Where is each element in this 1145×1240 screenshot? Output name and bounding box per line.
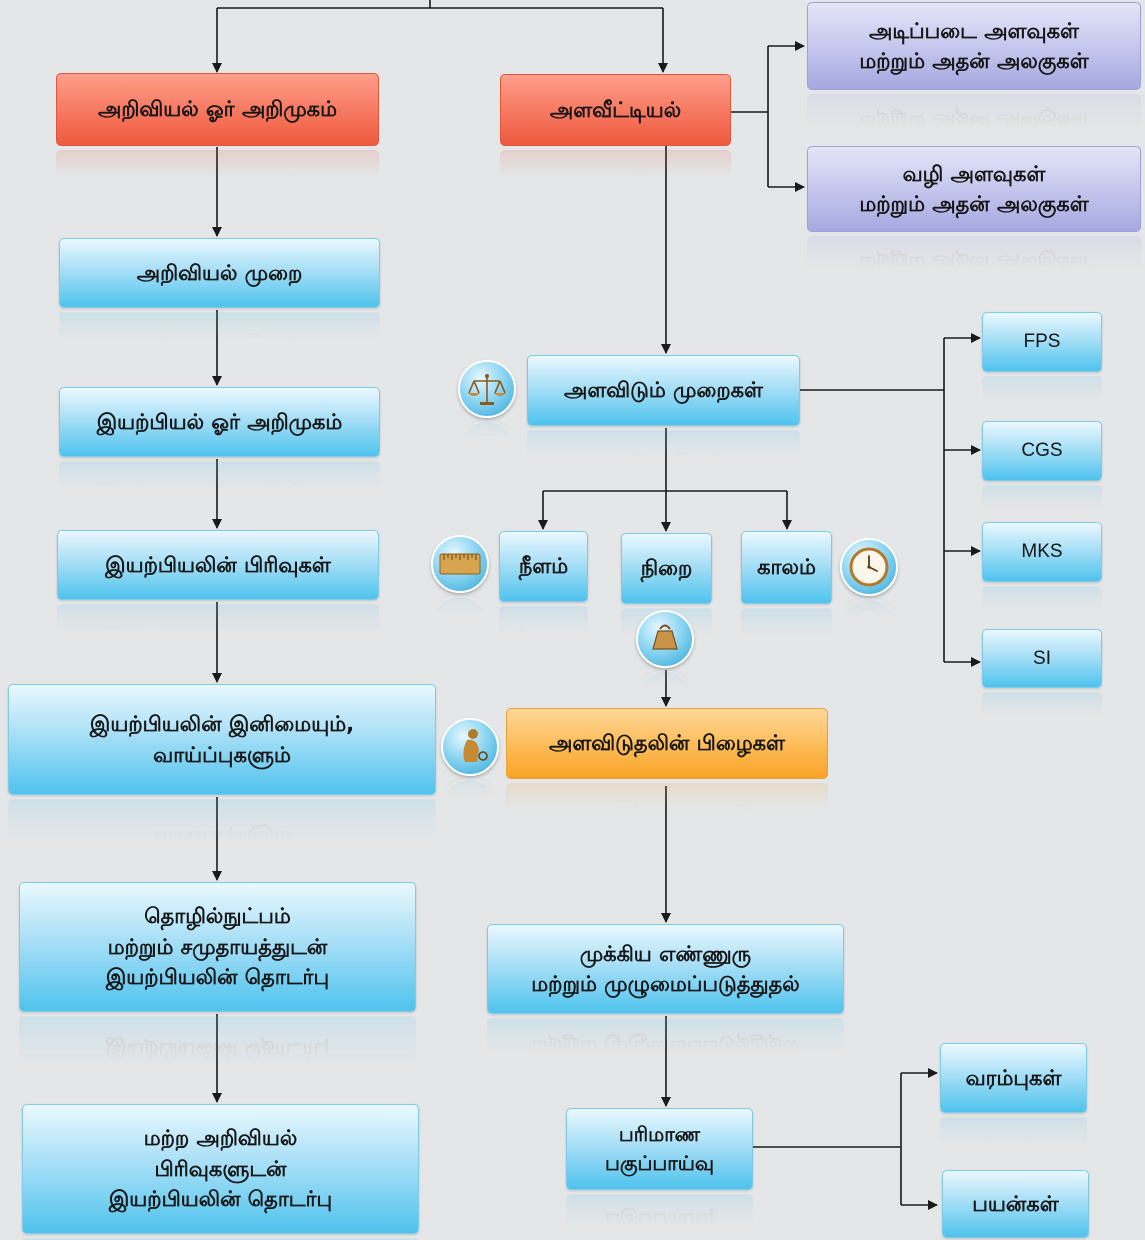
length-label: நீளம் — [518, 554, 569, 579]
other-sciences-node[interactable]: மற்ற அறிவியல் பிரிவுகளுடன் இயற்பியலின் த… — [22, 1104, 419, 1234]
intro-physics-label: இயற்பியல் ஓர் அறிமுகம் — [96, 409, 343, 434]
weight-icon — [636, 610, 694, 668]
other-sciences-label: மற்ற அறிவியல் பிரிவுகளுடன் இயற்பியலின் த… — [108, 1126, 333, 1212]
dimensional-analysis-node[interactable]: பரிமாண பகுப்பாய்வு — [566, 1108, 753, 1190]
significant-figures-label: முக்கிய எண்ணுரு மற்றும் முழுமைப்படுத்துத… — [531, 941, 800, 996]
inspector-icon — [441, 718, 499, 776]
cgs-label: CGS — [1021, 440, 1063, 462]
significant-figures-node[interactable]: முக்கிய எண்ணுரு மற்றும் முழுமைப்படுத்துத… — [487, 924, 844, 1014]
balance-scale-icon — [458, 360, 516, 418]
clock-icon — [840, 538, 898, 596]
technology-society-label: தொழில்நுட்பம் மற்றும் சமுதாயத்துடன் இயற்… — [105, 904, 330, 990]
intro-science-node[interactable]: அறிவியல் ஓர் அறிமுகம் — [56, 73, 379, 146]
intro-physics-node[interactable]: இயற்பியல் ஓர் அறிமுகம் — [59, 387, 380, 457]
fps-node[interactable]: FPS — [982, 312, 1102, 372]
derived-quantities-node[interactable]: வழி அளவுகள் மற்றும் அதன் அலகுகள் — [807, 146, 1141, 232]
uses-node[interactable]: பயன்கள் — [942, 1170, 1089, 1238]
cgs-node[interactable]: CGS — [982, 421, 1102, 481]
ruler-icon — [431, 535, 489, 593]
uses-label: பயன்கள் — [972, 1191, 1059, 1216]
branches-physics-node[interactable]: இயற்பியலின் பிரிவுகள் — [57, 530, 379, 600]
dimensional-analysis-label: பரிமாண பகுப்பாய்வு — [604, 1122, 715, 1175]
fundamental-quantities-node[interactable]: அடிப்படை அளவுகள் மற்றும் அதன் அலகுகள் — [807, 2, 1141, 90]
mass-label: நிறை — [640, 556, 693, 581]
intro-science-label: அறிவியல் ஓர் அறிமுகம் — [98, 97, 337, 122]
branches-physics-label: இயற்பியலின் பிரிவுகள் — [105, 552, 331, 577]
si-node[interactable]: SI — [982, 629, 1102, 688]
scientific-method-node[interactable]: அறிவியல் முறை — [59, 238, 380, 308]
measurement-systems-node[interactable]: அளவிடும் முறைகள் — [527, 355, 800, 426]
errors-label: அளவிடுதலின் பிழைகள் — [549, 731, 785, 756]
limitations-node[interactable]: வரம்புகள் — [940, 1043, 1087, 1113]
measurement-node[interactable]: அளவீட்டியல் — [500, 74, 731, 146]
time-label: காலம் — [757, 555, 816, 580]
errors-node[interactable]: அளவிடுதலின் பிழைகள் — [506, 708, 828, 779]
fps-label: FPS — [1023, 331, 1061, 353]
beauty-scope-label: இயற்பியலின் இனிமையும், வாய்ப்புகளும் — [89, 712, 355, 767]
mass-node[interactable]: நிறை — [621, 533, 712, 604]
fundamental-quantities-label: அடிப்படை அளவுகள் மற்றும் அதன் அலகுகள் — [859, 18, 1089, 73]
technology-society-node[interactable]: தொழில்நுட்பம் மற்றும் சமுதாயத்துடன் இயற்… — [19, 882, 416, 1012]
derived-quantities-label: வழி அளவுகள் மற்றும் அதன் அலகுகள் — [859, 161, 1089, 216]
mks-node[interactable]: MKS — [982, 522, 1102, 582]
length-node[interactable]: நீளம் — [499, 531, 588, 602]
limitations-label: வரம்புகள் — [965, 1065, 1062, 1090]
measurement-label: அளவீட்டியல் — [549, 97, 682, 122]
mks-label: MKS — [1021, 541, 1063, 563]
si-label: SI — [1033, 647, 1051, 669]
scientific-method-label: அறிவியல் முறை — [136, 260, 303, 285]
measurement-systems-label: அளவிடும் முறைகள் — [564, 378, 763, 403]
time-node[interactable]: காலம் — [741, 531, 832, 604]
beauty-scope-node[interactable]: இயற்பியலின் இனிமையும், வாய்ப்புகளும் — [8, 684, 436, 795]
